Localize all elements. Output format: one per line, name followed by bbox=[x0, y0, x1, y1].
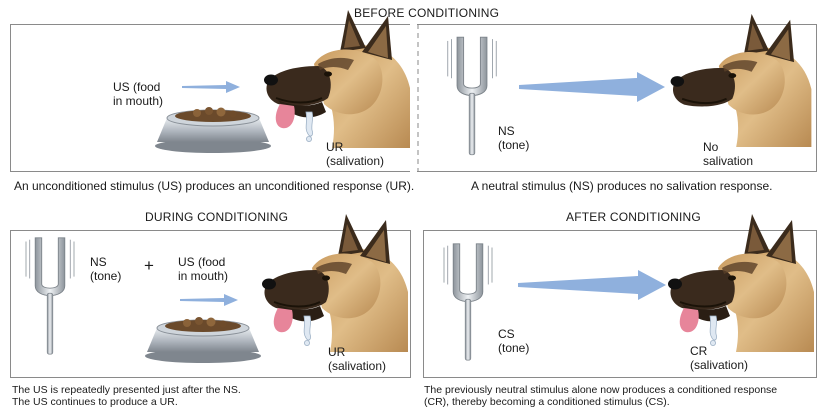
plus-sign: + bbox=[144, 256, 154, 275]
arrow-icon bbox=[518, 270, 666, 300]
dog-head-icon bbox=[666, 12, 816, 147]
ur-label: UR (salivation) bbox=[328, 345, 387, 373]
ns-label: NS (tone) bbox=[90, 255, 122, 283]
heading-after-conditioning: AFTER CONDITIONING bbox=[566, 210, 701, 224]
food-bowl-icon bbox=[152, 104, 274, 154]
cs-label: CS (tone) bbox=[498, 327, 530, 355]
no-salivation-label: No salivation bbox=[703, 140, 754, 168]
heading-before-conditioning: BEFORE CONDITIONING bbox=[354, 6, 500, 20]
ur-label: UR (salivation) bbox=[326, 140, 385, 168]
cr-label: CR (salivation) bbox=[690, 344, 749, 372]
us-label: US (food in mouth) bbox=[113, 80, 164, 108]
tuning-fork-icon bbox=[440, 242, 496, 362]
panel-divider bbox=[417, 24, 419, 172]
tuning-fork-icon bbox=[444, 34, 500, 158]
us-label: US (food in mouth) bbox=[178, 255, 229, 283]
tuning-fork-icon bbox=[22, 236, 78, 356]
arrow-icon bbox=[519, 72, 665, 102]
heading-during-conditioning: DURING CONDITIONING bbox=[145, 210, 289, 224]
dog-head-icon bbox=[666, 212, 816, 352]
caption-during: The US is repeatedly presented just afte… bbox=[12, 384, 241, 408]
arrow-icon bbox=[182, 81, 240, 93]
food-bowl-icon bbox=[142, 314, 264, 364]
caption-before-right: A neutral stimulus (NS) produces no sali… bbox=[471, 179, 773, 193]
arrow-icon bbox=[180, 294, 238, 306]
caption-before-left: An unconditioned stimulus (US) produces … bbox=[14, 179, 415, 193]
dog-head-icon bbox=[260, 212, 410, 352]
caption-after: The previously neutral stimulus alone no… bbox=[424, 384, 778, 408]
ns-label: NS (tone) bbox=[498, 124, 530, 152]
dog-head-icon bbox=[262, 8, 412, 148]
